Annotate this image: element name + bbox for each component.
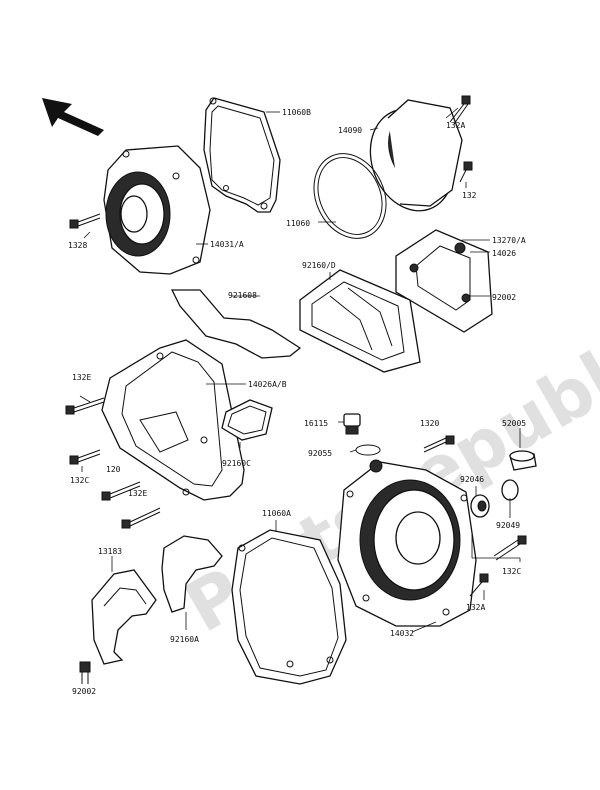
label-132e-top: 132E — [72, 373, 91, 382]
gasket-92160c — [221, 399, 273, 441]
bolt-132e-bottom — [121, 507, 161, 529]
gasket-92160a — [161, 535, 223, 613]
bolt-132e-top — [65, 397, 105, 415]
label-92160a: 92160A — [170, 635, 199, 644]
label-14090: 14090 — [338, 126, 362, 135]
label-11060: 11060 — [286, 219, 310, 228]
label-132a-bottom: 132A — [466, 603, 485, 612]
gasket-11060 — [313, 153, 387, 239]
label-92002-bottom: 92002 — [72, 687, 96, 696]
label-132: 132 — [462, 191, 477, 200]
bolt-1320 — [423, 435, 455, 453]
gasket-11060a — [231, 529, 347, 685]
bolt-92002-bottom — [79, 661, 91, 684]
bolt-1328 — [69, 213, 101, 229]
o-ring-92055 — [355, 444, 381, 456]
cover-92160d — [299, 269, 421, 373]
label-52005: 52005 — [502, 419, 526, 428]
label-14032: 14032 — [390, 629, 414, 638]
gasket-11060b — [203, 97, 281, 213]
bracket-14026 — [395, 229, 493, 333]
front-direction-arrow — [42, 98, 104, 136]
label-13183: 13183 — [98, 547, 122, 556]
bolt-132c-left — [69, 449, 101, 465]
gasket-921608 — [170, 289, 302, 359]
guard-13183 — [91, 569, 157, 665]
cover-14026ab — [101, 339, 245, 501]
label-14026: 14026 — [492, 249, 516, 258]
label-16115: 16115 — [304, 419, 328, 428]
leader-lines — [79, 107, 521, 633]
label-132c-right: 132C — [502, 567, 521, 576]
cover-14090 — [369, 99, 463, 212]
label-92046: 92046 — [460, 475, 484, 484]
label-14031a: 14031/A — [210, 240, 244, 249]
bolt-132c-right — [493, 535, 527, 561]
clutch-cover-14032 — [337, 459, 477, 627]
bolt-120 — [101, 481, 141, 501]
label-11060b: 11060B — [282, 108, 311, 117]
label-1328: 1328 — [68, 241, 87, 250]
label-92160d: 92160/D — [302, 261, 336, 270]
label-92055: 92055 — [308, 449, 332, 458]
seal-92046 — [470, 494, 490, 518]
label-92002-top: 92002 — [492, 293, 516, 302]
label-11060a: 11060A — [262, 509, 291, 518]
label-132a-top: 132A — [446, 121, 465, 130]
label-1320: 1320 — [420, 419, 439, 428]
label-14026ab: 14026A/B — [248, 380, 287, 389]
bolt-132-top — [459, 161, 473, 183]
label-120: 120 — [106, 465, 121, 474]
bushing-92049 — [501, 479, 519, 501]
label-132e-bottom: 132E — [128, 489, 147, 498]
part-labels: 11060B 14090 132A 132 1328 14031/A 11060… — [68, 108, 526, 696]
generator-cover-14031a — [103, 145, 211, 275]
bolt-132a-bottom — [469, 573, 489, 597]
label-132c-left: 132C — [70, 476, 89, 485]
label-13270a: 13270/A — [492, 236, 526, 245]
label-92049: 92049 — [496, 521, 520, 530]
bolt-132a-top — [449, 95, 471, 125]
label-921608: 921608 — [228, 291, 257, 300]
cap-52005 — [509, 450, 537, 471]
filler-cap-16115 — [343, 413, 361, 435]
label-92160c: 92160C — [222, 459, 251, 468]
